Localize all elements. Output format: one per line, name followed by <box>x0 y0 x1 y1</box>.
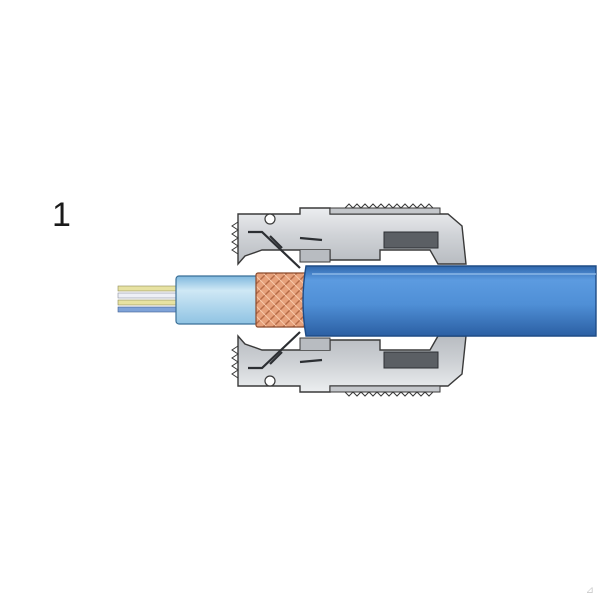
watermark-glyph: ⊿ <box>585 585 594 596</box>
o-ring-upper <box>264 213 276 225</box>
clamping-cone <box>248 230 323 370</box>
seal-insert-upper <box>383 231 439 249</box>
o-ring-lower <box>264 375 276 387</box>
step-number: 1 <box>52 196 71 234</box>
shielded-cable <box>302 265 597 337</box>
core-wire-yellow-1 <box>117 285 181 292</box>
core-wire-yellow-2 <box>117 299 181 306</box>
conductor-cores <box>117 285 181 313</box>
copper-braid-shield <box>255 272 309 328</box>
inner-insulation <box>175 275 263 325</box>
gland-body-upper <box>237 203 467 266</box>
entry-thread <box>231 221 239 379</box>
gland-body-lower <box>237 334 467 397</box>
core-wire-white <box>117 292 181 299</box>
seal-insert-lower <box>383 351 439 369</box>
core-wire-blue <box>117 306 181 313</box>
